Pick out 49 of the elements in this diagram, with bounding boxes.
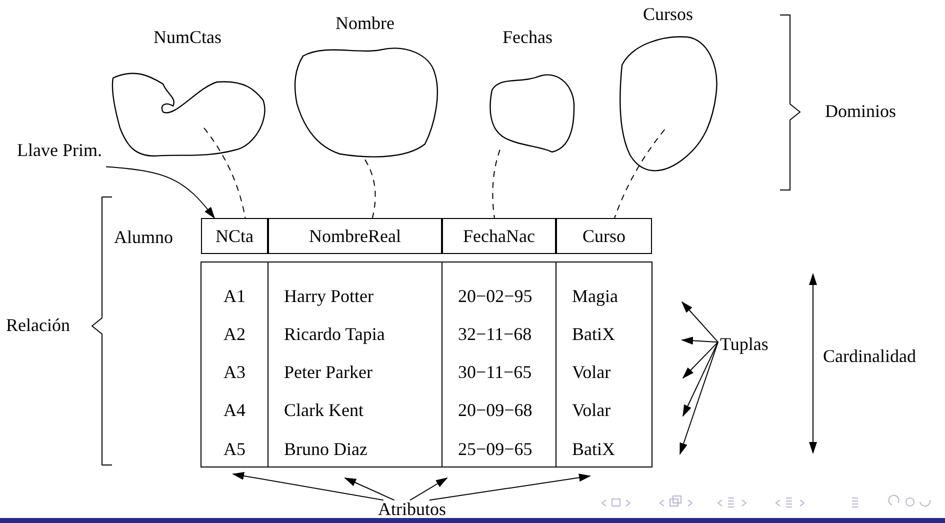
domain-label: Cursos [643,5,693,23]
table-cell-text: Bruno Diaz [284,440,368,458]
table-cell-text: Volar [572,401,611,419]
arrow [681,301,718,343]
dashed-connector [364,159,376,218]
table-cell-text: Harry Potter [284,287,374,305]
arrow [680,342,718,455]
domain-label: Fechas [502,28,552,46]
arrow [428,474,591,501]
domain-label: Nombre [336,14,394,32]
relation-name: Alumno [114,228,174,246]
table-cell-text: A2 [222,325,246,343]
annotation-text: Atributos [378,500,446,518]
table-cell-text: Peter Parker [284,363,372,381]
table-cell-text: Magia [572,287,618,305]
arrow [232,472,384,501]
table-cell-text: BatiX [572,440,615,458]
annotation-text: Tuplas [720,335,768,353]
domain-label: NumCtas [154,28,222,46]
table-cell-text: 20−02−95 [458,287,532,305]
table-cell-text: Clark Kent [284,401,364,419]
header-cell: Curso [556,218,652,254]
arrow [106,166,216,219]
table-cell-text: 25−09−65 [458,440,532,458]
table-cell-text: A4 [222,401,246,419]
dashed-connector [492,149,500,218]
table-cell-text: BatiX [572,325,615,343]
table-cell-text: 32−11−68 [458,325,532,343]
annotation-text: Llave Prim. [17,141,102,159]
annotation-text: Cardinalidad [823,347,916,365]
table-cell-text: A5 [222,440,246,458]
arrow [410,477,448,501]
annotation-text: Relación [6,316,70,334]
arrow [344,478,395,501]
arrow [681,336,718,345]
table-cell-text: A3 [222,363,246,381]
dashed-connector [204,127,246,218]
table-cell-text: 20−09−68 [458,401,532,419]
table-cell-text: A1 [222,287,246,305]
table-cell-text: Volar [572,363,611,381]
header-cell: NombreReal [268,218,442,254]
arrow [682,342,718,379]
arrow [682,342,718,417]
dashed-connector [614,129,666,218]
header-cell: FechaNac [442,218,556,254]
annotation-text: Dominios [825,102,896,120]
table-cell-text: 30−11−65 [458,363,532,381]
header-cell: NCta [201,218,268,254]
table-cell-text: Ricardo Tapia [284,325,385,343]
